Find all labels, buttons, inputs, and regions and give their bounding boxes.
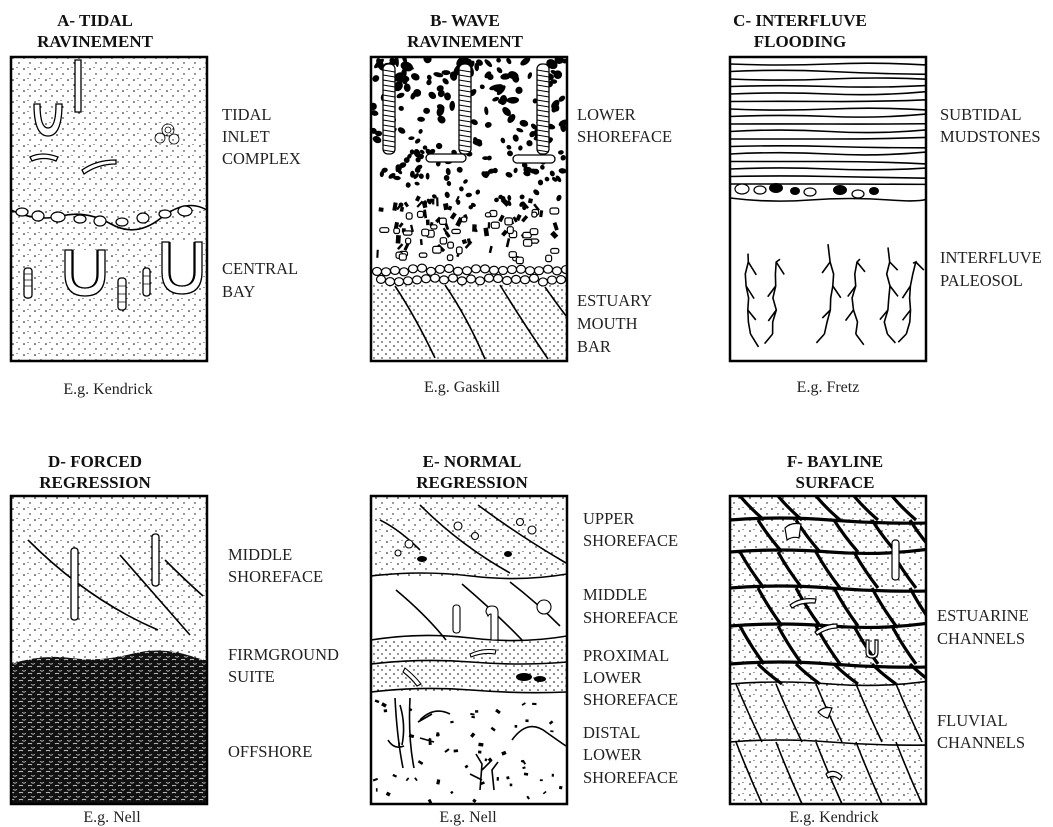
panel-e-label-proximal-shoreface: SHOREFACE (583, 690, 678, 709)
panel-b-label-mouth: MOUTH (577, 314, 638, 333)
panel-e-label-upper: UPPER (583, 509, 634, 528)
panel-b-label-estuary: ESTUARY (577, 291, 652, 310)
panel-c-label-paleosol: PALEOSOL (940, 271, 1023, 290)
panel-f-label-fluvial-channels: CHANNELS (937, 733, 1025, 752)
panel-b-example: E.g. Gaskill (424, 379, 501, 396)
panel-d-forced-regression: D- FORCED REGRESSION MIDDLE SHOREFACE FI… (11, 452, 339, 826)
panel-b-section-column (369, 53, 574, 361)
panel-e-section-column (371, 496, 567, 804)
panel-e-label-proximal: PROXIMAL (583, 646, 669, 665)
panel-e-label-distal-shoreface: SHOREFACE (583, 768, 678, 787)
panel-c-title-line2: FLOODING (754, 32, 847, 51)
panel-b-title-line1: B- WAVE (430, 11, 500, 30)
panel-d-label-shoreface: SHOREFACE (228, 567, 323, 586)
panel-f-section-column (730, 496, 934, 804)
panel-b-label-lower: LOWER (577, 105, 636, 124)
panel-e-label-distal-lower: LOWER (583, 745, 642, 764)
panel-f-title-line1: F- BAYLINE (787, 452, 883, 471)
panel-d-example: E.g. Nell (83, 809, 141, 826)
panel-e-label-proximal-lower: LOWER (583, 668, 642, 687)
panel-f-label-estuarine-channels: CHANNELS (937, 629, 1025, 648)
panel-e-normal-regression: E- NORMAL REGRESSION (371, 452, 678, 826)
panel-b-label-bar: BAR (577, 337, 611, 356)
panel-d-label-firmground: FIRMGROUND (228, 645, 339, 664)
panel-f-example: E.g. Kendrick (789, 809, 878, 826)
panel-f-label-estuarine: ESTUARINE (937, 606, 1029, 625)
panel-d-label-offshore: OFFSHORE (228, 742, 312, 761)
panel-f-bayline-surface: F- BAYLINE SURFACE ESTUARINE CHANNELS FL… (730, 452, 1029, 826)
panel-e-label-distal: DISTAL (583, 723, 640, 742)
panel-c-label-interfluve: INTERFLUVE (940, 248, 1042, 267)
panel-e-label-middle-shoreface: SHOREFACE (583, 608, 678, 627)
panel-b-title-line2: RAVINEMENT (407, 32, 524, 51)
panel-a-title-line1: A- TIDAL (57, 11, 133, 30)
panel-a-label-bay: BAY (222, 282, 255, 301)
panel-f-label-fluvial: FLUVIAL (937, 711, 1008, 730)
panel-d-section-column (11, 496, 211, 804)
panel-e-label-middle: MIDDLE (583, 585, 647, 604)
panel-c-section-column (730, 57, 930, 361)
panel-b-wave-ravinement: B- WAVE RAVINEMENT LOWER SHOREFACE ESTUA… (369, 11, 672, 396)
panel-c-interfluve-flooding: C- INTERFLUVE FLOODING SUBTIDAL MUDSTONE… (730, 11, 1042, 396)
panel-a-label-inlet: INLET (222, 127, 270, 146)
panel-c-title-line1: C- INTERFLUVE (733, 11, 867, 30)
panel-c-example: E.g. Fretz (797, 379, 860, 396)
panel-a-label-central: CENTRAL (222, 259, 298, 278)
panel-e-label-upper-shoreface: SHOREFACE (583, 531, 678, 550)
panel-f-title-line2: SURFACE (795, 473, 874, 492)
panel-e-example: E.g. Nell (439, 809, 497, 826)
panel-a-example: E.g. Kendrick (63, 381, 152, 398)
panel-d-title-line1: D- FORCED (48, 452, 142, 471)
panel-a-tidal-ravinement: A- TIDAL RAVINEMENT (11, 11, 301, 398)
panel-a-title-line2: RAVINEMENT (37, 32, 154, 51)
panel-a-section-column (11, 57, 207, 361)
panel-a-label-tidal: TIDAL (222, 105, 271, 124)
panel-d-label-suite: SUITE (228, 667, 275, 686)
panel-b-label-shoreface: SHOREFACE (577, 127, 672, 146)
panel-e-title-line2: REGRESSION (416, 473, 528, 492)
panel-c-label-subtidal: SUBTIDAL (940, 105, 1022, 124)
panel-a-label-complex: COMPLEX (222, 149, 301, 168)
panel-d-title-line2: REGRESSION (39, 473, 151, 492)
panel-c-label-mudstones: MUDSTONES (940, 127, 1041, 146)
panel-e-title-line1: E- NORMAL (423, 452, 522, 471)
panel-d-label-middle: MIDDLE (228, 545, 292, 564)
